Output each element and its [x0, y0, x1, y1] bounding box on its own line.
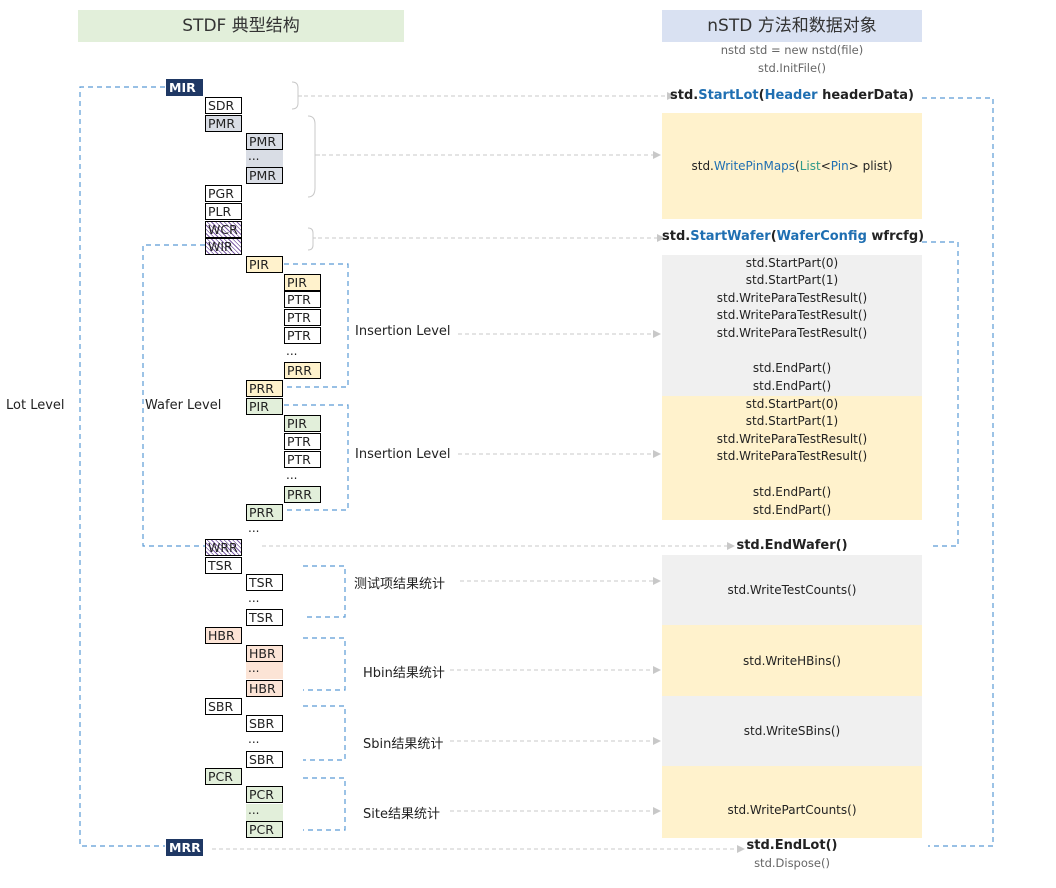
- sbr-bracket: [303, 705, 346, 761]
- hbin-stats-label: Hbin结果统计: [363, 666, 445, 681]
- insertion-a-line: std.EndPart(): [752, 379, 832, 393]
- write-test-counts-call: std.WriteTestCounts(): [727, 583, 857, 597]
- hbr-bracket: [303, 637, 346, 691]
- write-pin-maps-box: [662, 113, 922, 219]
- tsr-bracket: [303, 565, 346, 618]
- record-pmr-item: PMR: [246, 133, 283, 150]
- record-mrr: MRR: [166, 839, 203, 856]
- mir-brace: [291, 81, 302, 110]
- pcr-bracket: [303, 777, 346, 831]
- record-pcr-item: PCR: [246, 786, 283, 803]
- write-sbins-box: [662, 696, 922, 766]
- insertion-a-line: std.WriteParaTestResult(): [716, 291, 868, 305]
- record-pir-item: PIR: [284, 415, 321, 432]
- lot-right-bracket: [922, 97, 994, 847]
- insertion-b-line: std.StartPart(1): [745, 414, 839, 428]
- end-wafer-call: std.EndWafer(): [736, 538, 848, 553]
- init-line-2: std.InitFile(): [757, 61, 827, 75]
- record-mir: MIR: [166, 79, 203, 96]
- record-ptr: PTR: [284, 291, 321, 308]
- record-prr-item: PRR: [284, 362, 321, 379]
- write-test-counts-box: [662, 555, 922, 625]
- write-pin-maps-call: std.WritePinMaps(List<Pin> plist): [691, 159, 893, 173]
- insertion-a-line: std.WriteParaTestResult(): [716, 326, 868, 340]
- record-sbr: SBR: [205, 698, 242, 715]
- record-prr: PRR: [246, 504, 283, 521]
- nstd-methods-header: nSTD 方法和数据对象: [662, 10, 922, 42]
- record-ellipsis: ...: [246, 662, 283, 679]
- tsr-stats-label: 测试项结果统计: [354, 577, 446, 592]
- insertion-a-line: std.EndPart(): [752, 361, 832, 375]
- insertion-a-line: std.StartPart(0): [745, 256, 839, 270]
- record-hbr-item: HBR: [246, 680, 283, 697]
- record-hbr-item: HBR: [246, 645, 283, 662]
- wir-brace: [307, 227, 316, 251]
- record-ptr: PTR: [284, 433, 321, 450]
- record-wrr: WRR: [205, 539, 242, 556]
- wafer-level-label: Wafer Level: [145, 398, 222, 413]
- record-pgr: PGR: [205, 185, 242, 202]
- insertion-b-line: std.WriteParaTestResult(): [716, 432, 868, 446]
- record-ellipsis: ...: [248, 521, 260, 535]
- write-hbins-call: std.WriteHBins(): [743, 654, 841, 668]
- insertion-a-line: std.StartPart(1): [745, 273, 839, 287]
- pmr-brace: [307, 115, 320, 198]
- insertion-b-line: std.EndPart(): [752, 485, 832, 499]
- record-ellipsis: ...: [248, 591, 260, 605]
- record-pcr-item: PCR: [246, 821, 283, 838]
- insertion-a-bracket: [284, 263, 349, 388]
- start-lot-call: std.StartLot(Header headerData): [670, 88, 914, 103]
- wafer-right-bracket: [922, 241, 959, 547]
- init-line-1: nstd std = new nstd(file): [720, 43, 864, 57]
- record-pir: PIR: [246, 256, 283, 273]
- record-prr: PRR: [246, 380, 283, 397]
- insertion-b-line: std.EndPart(): [752, 503, 832, 517]
- lot-level-bracket: [79, 86, 165, 847]
- wafer-level-bracket: [142, 244, 205, 547]
- record-tsr: TSR: [205, 557, 242, 574]
- write-part-counts-box: [662, 766, 922, 838]
- record-wir: WIR: [205, 238, 242, 255]
- insertion-b-bracket: [284, 404, 349, 511]
- record-tsr-item: TSR: [246, 609, 283, 626]
- insertion-a-box: [662, 255, 922, 396]
- insertion-level-label: Insertion Level: [355, 324, 451, 339]
- insertion-b-line: std.WriteParaTestResult(): [716, 449, 868, 463]
- record-tsr-item: TSR: [246, 574, 283, 591]
- record-wcr: WCR: [205, 221, 242, 238]
- write-part-counts-call: std.WritePartCounts(): [727, 803, 857, 817]
- record-prr-item: PRR: [284, 486, 321, 503]
- record-sbr-item: SBR: [246, 751, 283, 768]
- record-sdr: SDR: [205, 97, 242, 114]
- record-ptr: PTR: [284, 327, 321, 344]
- start-wafer-call: std.StartWafer(WaferConfig wfrcfg): [662, 229, 925, 244]
- sbin-stats-label: Sbin结果统计: [363, 737, 444, 752]
- insertion-b-line: std.StartPart(0): [745, 397, 839, 411]
- record-ellipsis: ...: [286, 468, 298, 482]
- record-ptr: PTR: [284, 309, 321, 326]
- record-sbr-item: SBR: [246, 715, 283, 732]
- stdf-structure-header: STDF 典型结构: [78, 10, 404, 42]
- record-ellipsis: ...: [286, 344, 298, 358]
- write-sbins-call: std.WriteSBins(): [743, 724, 841, 738]
- insertion-a-line: std.WriteParaTestResult(): [716, 308, 868, 322]
- record-ellipsis: ...: [248, 732, 260, 746]
- record-ellipsis: ...: [246, 150, 283, 167]
- record-pir: PIR: [246, 398, 283, 415]
- end-lot-call: std.EndLot(): [746, 838, 838, 853]
- site-stats-label: Site结果统计: [363, 807, 440, 822]
- record-pmr: PMR: [205, 115, 242, 132]
- record-ptr: PTR: [284, 451, 321, 468]
- write-hbins-box: [662, 625, 922, 696]
- record-ellipsis: ...: [246, 804, 283, 821]
- record-pmr-item: PMR: [246, 167, 283, 184]
- record-pir-item: PIR: [284, 274, 321, 291]
- lot-level-label: Lot Level: [6, 398, 65, 413]
- record-plr: PLR: [205, 203, 242, 220]
- insertion-b-box: [662, 396, 922, 520]
- record-pcr: PCR: [205, 768, 242, 785]
- insertion-level-label: Insertion Level: [355, 447, 451, 462]
- dispose-call: std.Dispose(): [754, 856, 830, 870]
- record-hbr: HBR: [205, 627, 242, 644]
